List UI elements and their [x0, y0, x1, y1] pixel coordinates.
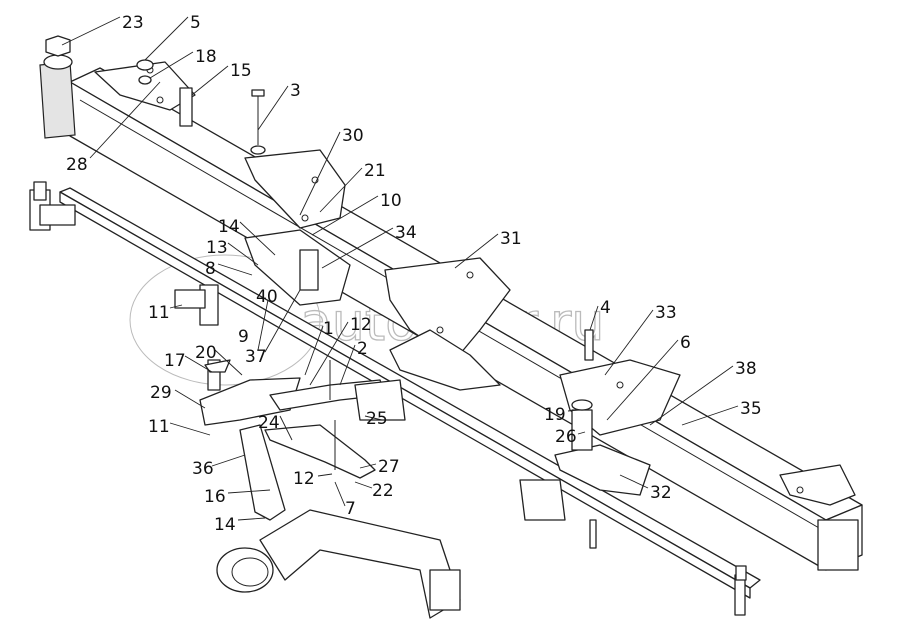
callout-7: 7 — [345, 499, 356, 519]
callout-32: 32 — [650, 483, 672, 503]
callout-31: 31 — [500, 229, 522, 249]
callout-23: 23 — [122, 13, 144, 33]
callout-10: 10 — [380, 191, 402, 211]
callout-1: 1 — [323, 319, 334, 339]
callout-12: 12 — [350, 315, 372, 335]
callout-20: 20 — [195, 343, 217, 363]
callout-29: 29 — [150, 383, 172, 403]
callout-4: 4 — [600, 298, 611, 318]
fasteners — [136, 59, 597, 549]
callout-5: 5 — [190, 13, 201, 33]
callout-28: 28 — [66, 155, 88, 175]
callout-25: 25 — [366, 409, 388, 429]
callout-11b: 11 — [148, 417, 170, 437]
pivot-arms — [199, 359, 406, 521]
callout-37: 37 — [245, 347, 267, 367]
lower-side-bar — [29, 181, 761, 616]
callout-17: 17 — [164, 351, 186, 371]
callout-24: 24 — [258, 413, 280, 433]
callout-38: 38 — [735, 359, 757, 379]
callout-9: 9 — [238, 327, 249, 347]
callout-18: 18 — [195, 47, 217, 67]
callout-19: 19 — [544, 405, 566, 425]
callout-13: 13 — [206, 238, 228, 258]
callout-14: 14 — [218, 217, 240, 237]
callout-15: 15 — [230, 61, 252, 81]
callout-40: 40 — [256, 287, 278, 307]
lower-frame — [216, 479, 566, 619]
callout-36: 36 — [192, 459, 214, 479]
callout-11: 11 — [148, 303, 170, 323]
callout-22: 22 — [372, 481, 394, 501]
leader-lines — [61, 16, 739, 521]
callout-6: 6 — [680, 333, 691, 353]
callout-8: 8 — [205, 259, 216, 279]
callout-21: 21 — [364, 161, 386, 181]
callout-3: 3 — [290, 81, 301, 101]
callout-labels: 23 5 18 15 3 28 30 21 10 14 34 31 13 8 1… — [66, 13, 762, 535]
callout-33: 33 — [655, 303, 677, 323]
callout-27: 27 — [378, 457, 400, 477]
callout-12b: 12 — [293, 469, 315, 489]
callout-35: 35 — [740, 399, 762, 419]
callout-30: 30 — [342, 126, 364, 146]
callout-2: 2 — [357, 339, 368, 359]
callout-16: 16 — [204, 487, 226, 507]
callout-26: 26 — [555, 427, 577, 447]
callout-14b: 14 — [214, 515, 236, 535]
callout-34: 34 — [395, 223, 417, 243]
